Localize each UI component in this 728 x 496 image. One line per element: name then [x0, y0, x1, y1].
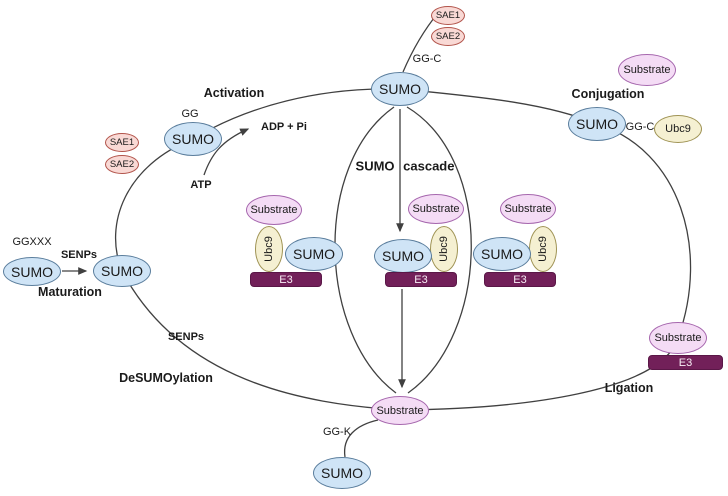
sumo-label: SUMO — [172, 131, 214, 147]
e3-node-ligation: E3 — [648, 355, 723, 370]
substrate-label: Substrate — [623, 64, 671, 76]
ggxxx-tag: GGXXX — [12, 236, 52, 248]
e3-node-complex-right: E3 — [484, 272, 556, 287]
e3-label: E3 — [414, 273, 428, 286]
conjugation-stage-label: Conjugation — [571, 87, 645, 101]
sumo-node-activation: SUMO — [164, 122, 222, 156]
sumo-label: SUMO — [481, 246, 523, 262]
substrate-node-complex-middle: Substrate — [408, 194, 464, 224]
substrate-node-complex-right: Substrate — [500, 194, 556, 224]
substrate-node-conjugation: Substrate — [618, 54, 676, 86]
sumo-label: SUMO — [321, 465, 363, 481]
e3-node-complex-middle: E3 — [385, 272, 457, 287]
substrate-label: Substrate — [376, 404, 424, 417]
e3-node-complex-left: E3 — [250, 272, 322, 287]
gg-c-tag-conjugation: GG-C — [625, 121, 655, 133]
substrate-label: Substrate — [412, 203, 460, 215]
sae2-label: SAE2 — [435, 31, 461, 42]
sae1-label: SAE1 — [109, 137, 135, 148]
sae1-node-activation: SAE1 — [105, 133, 139, 152]
sae2-node-activation: SAE2 — [105, 155, 139, 174]
sae1-label: SAE1 — [435, 10, 461, 21]
gg-k-tag: GG-K — [322, 426, 352, 438]
sumo-node-bottom: SUMO — [313, 457, 371, 489]
atp-adp-arrow — [203, 128, 250, 176]
substrate-label: Substrate — [504, 203, 552, 215]
ubc9-node-conjugation: Ubc9 — [654, 115, 702, 143]
sumo-label: SUMO — [576, 116, 618, 132]
substrate-node-complex-left: Substrate — [246, 195, 302, 225]
substrate-node-bottom: Substrate — [371, 396, 429, 425]
ubc9-label: Ubc9 — [263, 236, 275, 262]
ubc9-label: Ubc9 — [537, 236, 549, 262]
ubc9-label: Ubc9 — [438, 236, 450, 262]
e3-label: E3 — [678, 356, 693, 369]
sumo-label: SUMO — [382, 248, 424, 264]
sumo-label: SUMO — [101, 263, 143, 279]
sumo-node-complex-left: SUMO — [285, 237, 343, 271]
ubc9-node-complex-left: Ubc9 — [255, 226, 283, 272]
activation-stage-label: Activation — [203, 86, 265, 100]
lens-right-arc — [406, 106, 472, 394]
maturation-stage-label: Maturation — [38, 285, 102, 299]
sumo-node-conjugation: SUMO — [568, 107, 626, 141]
substrate-node-ligation: Substrate — [649, 322, 707, 354]
sumo-cascade-stage-label: SUMO cascade — [355, 158, 455, 174]
e3-label: E3 — [279, 273, 293, 286]
substrate-label: Substrate — [654, 332, 702, 344]
adp-pi-tag: ADP + Pi — [261, 121, 307, 133]
ubc9-node-complex-middle: Ubc9 — [430, 226, 458, 272]
atp-tag: ATP — [190, 179, 212, 191]
sumo-node-top: SUMO — [371, 72, 429, 106]
sae2-node-top: SAE2 — [431, 27, 465, 46]
ligation-stage-label: Ligation — [604, 381, 654, 395]
sumo-label: SUMO — [293, 246, 335, 262]
sumo-label: SUMO — [379, 81, 421, 97]
senps-tag-desumoylation: SENPs — [167, 331, 205, 343]
gg-c-tag-top: GG-C — [412, 53, 442, 65]
sumo-node-immature: SUMO — [3, 257, 61, 286]
substrate-label: Substrate — [250, 204, 298, 216]
desumoylation-stage-label: DeSUMOylation — [119, 371, 213, 385]
sumo-node-complex-right: SUMO — [473, 237, 531, 271]
e3-label: E3 — [513, 273, 527, 286]
senps-tag-maturation: SENPs — [60, 249, 98, 261]
gg-tag: GG — [181, 108, 199, 120]
sae2-label: SAE2 — [109, 159, 135, 170]
ggk-connector — [344, 419, 379, 458]
sumo-node-mature: SUMO — [93, 255, 151, 287]
sumo-node-complex-middle: SUMO — [374, 239, 432, 273]
ubc9-label: Ubc9 — [665, 123, 691, 135]
sae1-node-top: SAE1 — [431, 6, 465, 25]
sumo-label: SUMO — [11, 263, 53, 280]
ubc9-node-complex-right: Ubc9 — [529, 226, 557, 272]
